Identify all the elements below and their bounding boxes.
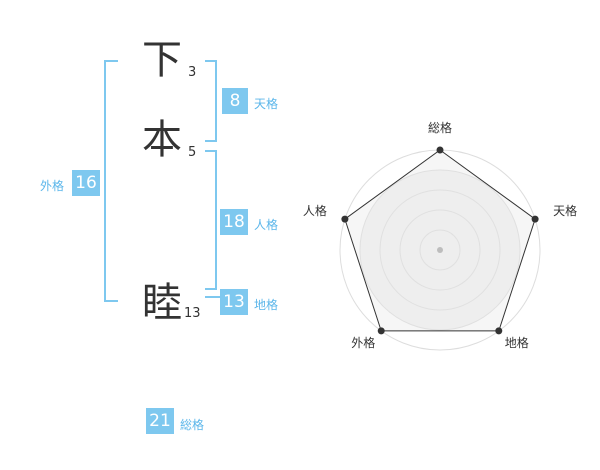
name-char-3: 睦	[142, 280, 182, 326]
radar-axis-label-2: 地格	[505, 335, 529, 350]
gaikaku-badge: 16	[72, 170, 100, 196]
radar-point-2	[495, 327, 503, 335]
radar-axis-label-1: 天格	[553, 203, 577, 218]
gaikaku-bracket	[104, 60, 118, 302]
tenkaku-badge: 8	[222, 88, 248, 114]
gaikaku-label: 外格	[40, 179, 65, 193]
stroke-count-3: 13	[184, 306, 201, 321]
soukaku-label: 総格	[180, 418, 205, 432]
radar-center-dot	[437, 247, 443, 253]
chikaku-label: 地格	[254, 298, 279, 312]
jinkaku-bracket	[205, 150, 217, 290]
radar-polygon	[344, 149, 536, 332]
radar-point-4	[341, 215, 349, 223]
chikaku-connector	[205, 296, 220, 298]
chikaku-badge: 13	[220, 289, 248, 315]
name-char-1: 下	[142, 37, 182, 83]
stroke-count-2: 5	[188, 145, 197, 160]
tenkaku-bracket	[205, 60, 217, 142]
radar-point-0	[436, 146, 444, 154]
stroke-count-1: 3	[188, 65, 197, 80]
radar-axis-label-0: 総格	[428, 120, 452, 135]
radar-axis-label-4: 人格	[303, 203, 327, 218]
name-char-2: 本	[142, 117, 182, 163]
radar-axis-label-3: 外格	[351, 335, 375, 350]
jinkaku-label: 人格	[254, 218, 279, 232]
soukaku-badge: 21	[146, 408, 174, 434]
radar-point-3	[377, 327, 385, 335]
radar-point-1	[531, 215, 539, 223]
jinkaku-badge: 18	[220, 209, 248, 235]
radar-points	[341, 146, 539, 335]
tenkaku-label: 天格	[254, 97, 279, 111]
